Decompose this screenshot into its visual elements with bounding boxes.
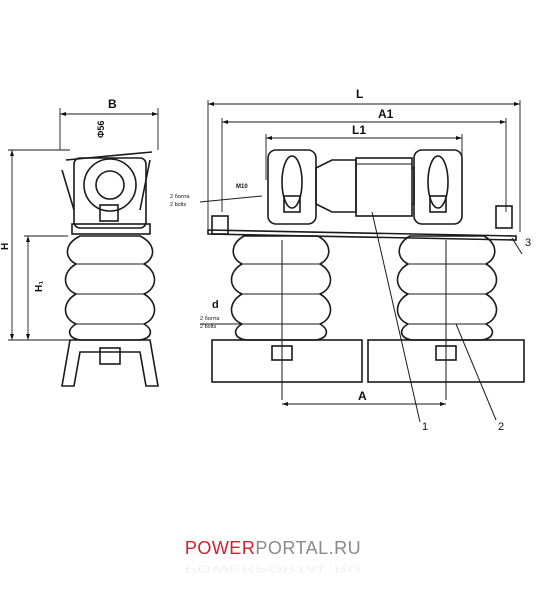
note-bolts-en-bottom: 2 bolts xyxy=(200,324,216,330)
dim-h-label: H xyxy=(0,243,11,250)
callout-1: 1 xyxy=(422,421,428,433)
callout-2: 2 xyxy=(498,421,504,433)
watermark-reflection: POWERPORTAL.RU xyxy=(184,563,362,575)
dim-l1-label: L1 xyxy=(352,123,366,137)
dim-a-label: A xyxy=(358,389,367,403)
watermark-part1: POWER xyxy=(184,538,256,558)
callout-3: 3 xyxy=(525,237,531,249)
dim-l-label: L xyxy=(356,87,363,101)
watermark: POWERPORTAL.RU xyxy=(0,538,546,559)
dim-phi-label: Φ56 xyxy=(96,121,106,138)
note-bolts-ru-bottom: 2 болта xyxy=(200,316,220,322)
note-bolts-en-top: 2 bolts xyxy=(170,202,186,208)
dim-d-label: d xyxy=(212,299,219,311)
watermark-part2: PORTAL.RU xyxy=(255,538,362,558)
dim-a1-label: A1 xyxy=(378,107,394,121)
front-view: L A1 L1 2 болта 2 bolts M10 xyxy=(170,87,531,433)
thread-label: M10 xyxy=(236,184,248,190)
dim-b-label: B xyxy=(108,97,117,111)
side-view: B Φ56 H H₁ xyxy=(0,97,159,387)
dim-h1-label: H₁ xyxy=(34,281,45,292)
note-bolts-ru-top: 2 болта xyxy=(170,194,190,200)
